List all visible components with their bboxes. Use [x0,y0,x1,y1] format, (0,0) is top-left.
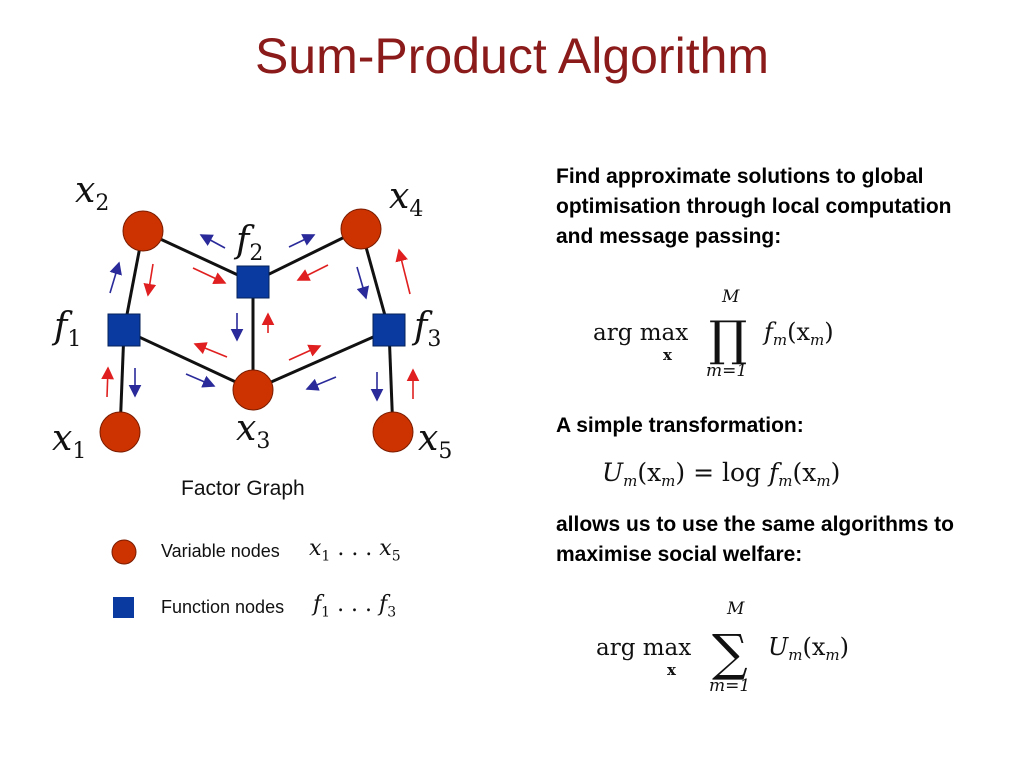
formula3-big-operator: ∑ [712,624,748,682]
graph-caption: Factor Graph [181,477,305,500]
label-x3: x3 [236,408,270,454]
message-arrow [395,248,411,295]
message-arrow [296,264,329,281]
legend-variable-label: Variable nodes [161,541,280,561]
formula1-op: arg max [593,320,688,346]
formula3-term: Um(xm) [768,633,849,664]
formula-argmax-sum: arg max x M ∑ m=1 Um(xm) [596,599,849,696]
formula-argmax-product: arg max x M ∏ m=1 fm(xm) [593,287,834,381]
legend-variable-icon [111,539,137,565]
message-arrow [101,366,115,398]
function-node-f2 [236,265,270,299]
edge-f3-x3 [252,328,390,392]
formula3-under: x [667,661,677,679]
legend-function-label: Function nodes [161,597,285,617]
label-f2: f2 [233,220,263,266]
formula1-upper: M [721,287,740,307]
label-f1: f1 [51,306,81,352]
label-x1: x1 [52,418,86,464]
welfare-paragraph: allows us to use the same algorithms to … [556,513,954,566]
message-arrow [305,376,337,391]
label-x4: x4 [389,176,423,222]
intro-paragraph: Find approximate solutions to global opt… [556,165,952,248]
variable-node-x1 [99,411,141,453]
message-arrow [288,344,322,361]
formula3-op: arg max [596,635,691,661]
message-arrow [193,342,228,358]
function-node-f1 [107,313,141,347]
message-arrow [192,267,227,285]
variable-node-x3 [232,369,274,411]
formula3-lower: m=1 [709,676,750,696]
legend-function-icon [113,597,134,618]
function-node-f3 [372,313,406,347]
variable-node-x2 [122,210,164,252]
variable-nodes [99,208,414,453]
formula2-line: Um(xm) = log fm(xm) [602,458,840,490]
label-f3: f3 [411,306,441,352]
edge-f1-x3 [123,328,254,392]
formula1-big-operator: ∏ [709,311,747,367]
message-arrow [109,261,122,294]
node-labels: x2 f2 x4 f1 f3 x3 x1 x5 [51,170,452,464]
legend-variable-math: x1 . . . x5 [309,536,401,565]
function-nodes [107,265,406,347]
message-arrow [143,263,157,297]
variable-node-x4 [340,208,382,250]
label-x2: x2 [75,170,109,216]
slide-title: Sum-Product Algorithm [254,28,770,84]
formula3-upper: M [726,599,745,619]
message-arrow [288,234,316,248]
formula1-lower: m=1 [706,361,747,381]
label-x5: x5 [418,418,452,464]
message-arrow [199,234,226,249]
legend-function-math: f1 . . . f3 [313,592,397,621]
variable-node-x5 [372,411,414,453]
message-arrow [356,266,370,300]
message-arrow [185,373,216,388]
transformation-heading: A simple transformation: [556,414,804,437]
formula1-under: x [663,346,673,364]
message-arrows [101,234,420,402]
formula1-term: fm(xm) [762,318,834,349]
formula-transformation: Um(xm) = log fm(xm) [602,458,840,490]
